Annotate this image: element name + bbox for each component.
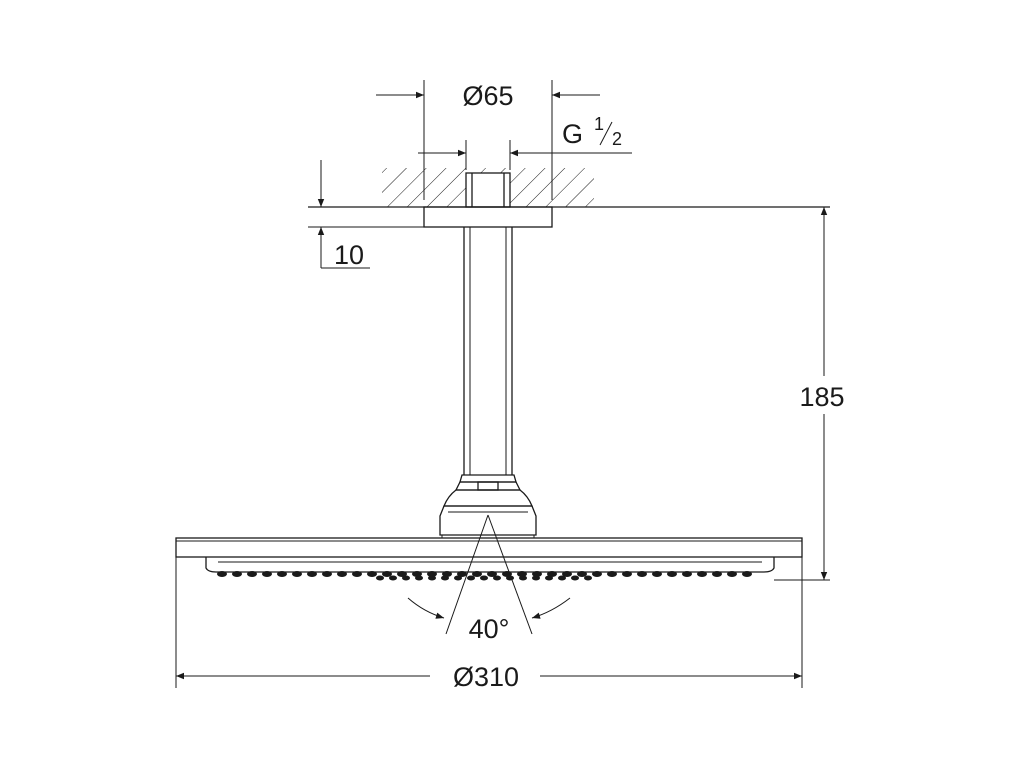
nozzle xyxy=(467,575,475,581)
flange-diameter-dimension: Ø65 xyxy=(376,80,600,200)
height-value: 185 xyxy=(799,382,844,412)
nozzle xyxy=(493,575,501,581)
nozzle xyxy=(697,571,707,577)
nozzle xyxy=(532,575,540,581)
ceiling-hatch xyxy=(382,168,594,207)
shower-arm xyxy=(463,227,513,475)
svg-text:Ø65: Ø65 xyxy=(462,81,513,111)
wall-flange xyxy=(423,206,553,228)
spray-angle-dimension: 40° xyxy=(407,514,571,644)
nozzle xyxy=(457,571,467,577)
nozzle xyxy=(622,571,632,577)
nozzle xyxy=(376,575,384,581)
nozzle xyxy=(547,571,557,577)
nozzle xyxy=(592,571,602,577)
nozzle xyxy=(506,575,514,581)
nozzle xyxy=(389,575,397,581)
nozzle xyxy=(397,571,407,577)
flange-diameter-value: 65 xyxy=(483,81,513,111)
nozzle xyxy=(558,575,566,581)
nozzle xyxy=(562,571,572,577)
nozzle xyxy=(232,571,242,577)
nozzle xyxy=(487,571,497,577)
nozzle xyxy=(428,575,436,581)
flange-offset-dimension: 10 xyxy=(317,160,370,270)
flange-offset-value: 10 xyxy=(334,240,364,270)
nozzle xyxy=(352,571,362,577)
nozzle xyxy=(217,571,227,577)
nozzle xyxy=(584,575,592,581)
nozzle xyxy=(472,571,482,577)
nozzle xyxy=(415,575,423,581)
head-diameter-dimension: Ø310 xyxy=(175,557,803,692)
nozzle xyxy=(682,571,692,577)
nozzle xyxy=(412,571,422,577)
nozzle xyxy=(652,571,662,577)
head-diameter-value: 310 xyxy=(474,662,519,692)
nozzle xyxy=(607,571,617,577)
spray-angle-value: 40° xyxy=(469,614,510,644)
head-diameter-symbol: Ø xyxy=(453,662,474,692)
nozzle xyxy=(727,571,737,577)
nozzle xyxy=(712,571,722,577)
thread-numerator: 1 xyxy=(594,114,604,134)
nozzle xyxy=(247,571,257,577)
nozzle xyxy=(402,575,410,581)
nozzle xyxy=(519,575,527,581)
svg-text:Ø310: Ø310 xyxy=(453,662,519,692)
flange-diameter-symbol: Ø xyxy=(462,81,483,111)
nozzle xyxy=(480,575,488,581)
nozzle xyxy=(667,571,677,577)
thread-letter: G xyxy=(562,119,583,149)
nozzle xyxy=(577,571,587,577)
nozzle xyxy=(262,571,272,577)
nozzle xyxy=(571,575,579,581)
nozzle xyxy=(637,571,647,577)
nozzle xyxy=(277,571,287,577)
ball-joint xyxy=(439,474,537,538)
nozzle xyxy=(367,571,377,577)
nozzle xyxy=(545,575,553,581)
nozzle xyxy=(454,575,462,581)
nozzle xyxy=(322,571,332,577)
thread-denominator: 2 xyxy=(612,129,622,149)
nozzle xyxy=(337,571,347,577)
nozzle xyxy=(442,571,452,577)
nozzle xyxy=(382,571,392,577)
height-dimension: 185 xyxy=(790,207,852,580)
nozzle xyxy=(532,571,542,577)
nozzle xyxy=(307,571,317,577)
nozzle xyxy=(517,571,527,577)
thread-dimension: G 1 2 xyxy=(418,114,632,170)
nozzle xyxy=(441,575,449,581)
nozzle xyxy=(292,571,302,577)
spray-nozzles xyxy=(217,571,752,581)
nozzle xyxy=(742,571,752,577)
nozzle xyxy=(427,571,437,577)
